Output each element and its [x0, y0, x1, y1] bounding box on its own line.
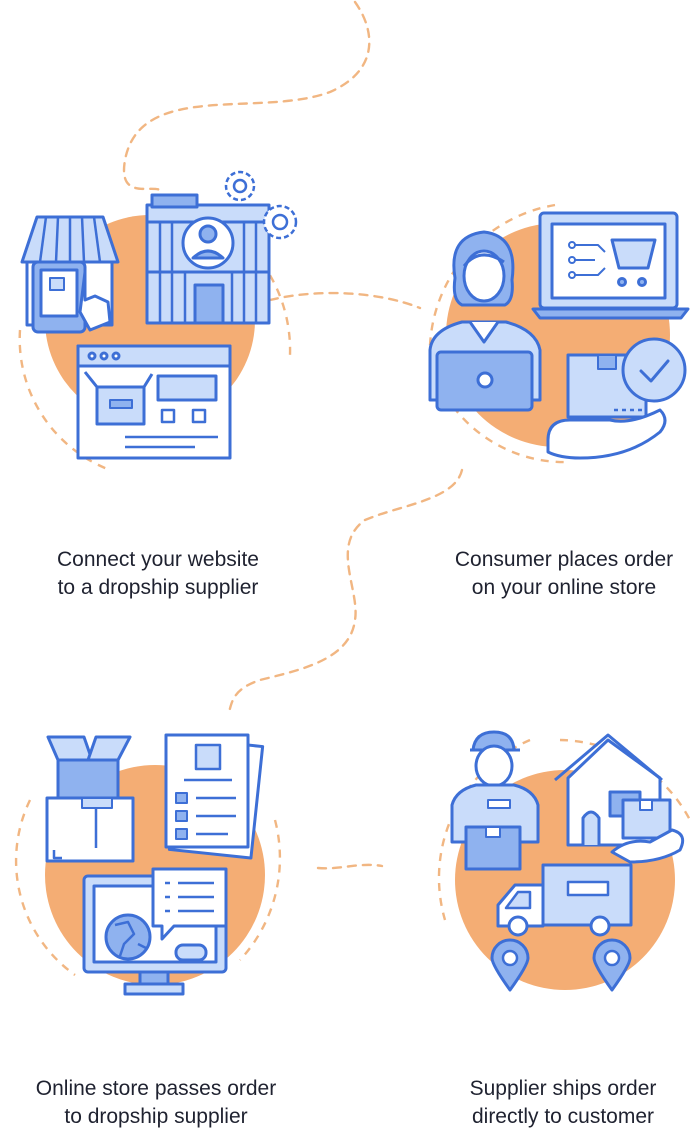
delivery-truck-icon: [496, 863, 633, 937]
package-icon: [83, 371, 154, 426]
step-3-caption: Online store passes order to dropship su…: [0, 1075, 321, 1131]
step-3-caption-line-1: Online store passes order: [35, 1077, 277, 1100]
laptop-cart-icon: [531, 211, 690, 320]
checkmark-icon: [621, 337, 687, 403]
step-1-caption: Connect your website to a dropship suppl…: [0, 546, 323, 602]
step-4-illustration: [437, 730, 691, 992]
step-2-caption: Consumer places order on your online sto…: [399, 546, 691, 602]
step-2-illustration: [428, 203, 690, 464]
courier-icon: [450, 730, 540, 871]
tablet-hand-icon: [31, 260, 112, 334]
step-3-caption-line-2: to dropship supplier: [64, 1105, 248, 1128]
step-3-illustration: [14, 733, 282, 996]
gear-icon: [224, 170, 298, 240]
step-4-caption-line-1: Supplier ships order: [469, 1077, 657, 1100]
package-hand-icon: [608, 790, 685, 864]
supplier-building-icon: [145, 193, 271, 325]
chat-bubble-icon: [151, 867, 228, 962]
step-2-caption-line-1: Consumer places order: [454, 548, 674, 571]
package-hand-icon: [546, 353, 667, 460]
step-2-caption-line-2: on your online store: [471, 576, 657, 599]
step-4-caption: Supplier ships order directly to custome…: [398, 1075, 691, 1131]
boxes-icon: [45, 735, 135, 863]
step-4-caption-line-2: directly to customer: [471, 1105, 655, 1128]
step-1-illustration: [18, 170, 298, 472]
connector-dashed-path: [122, 0, 464, 870]
step-1-caption-line-1: Connect your website: [57, 548, 259, 571]
step-1-caption-line-2: to a dropship supplier: [57, 576, 259, 599]
location-pin-icon: [490, 938, 632, 992]
order-document-icon: [164, 733, 265, 860]
woman-laptop-icon: [428, 230, 542, 412]
